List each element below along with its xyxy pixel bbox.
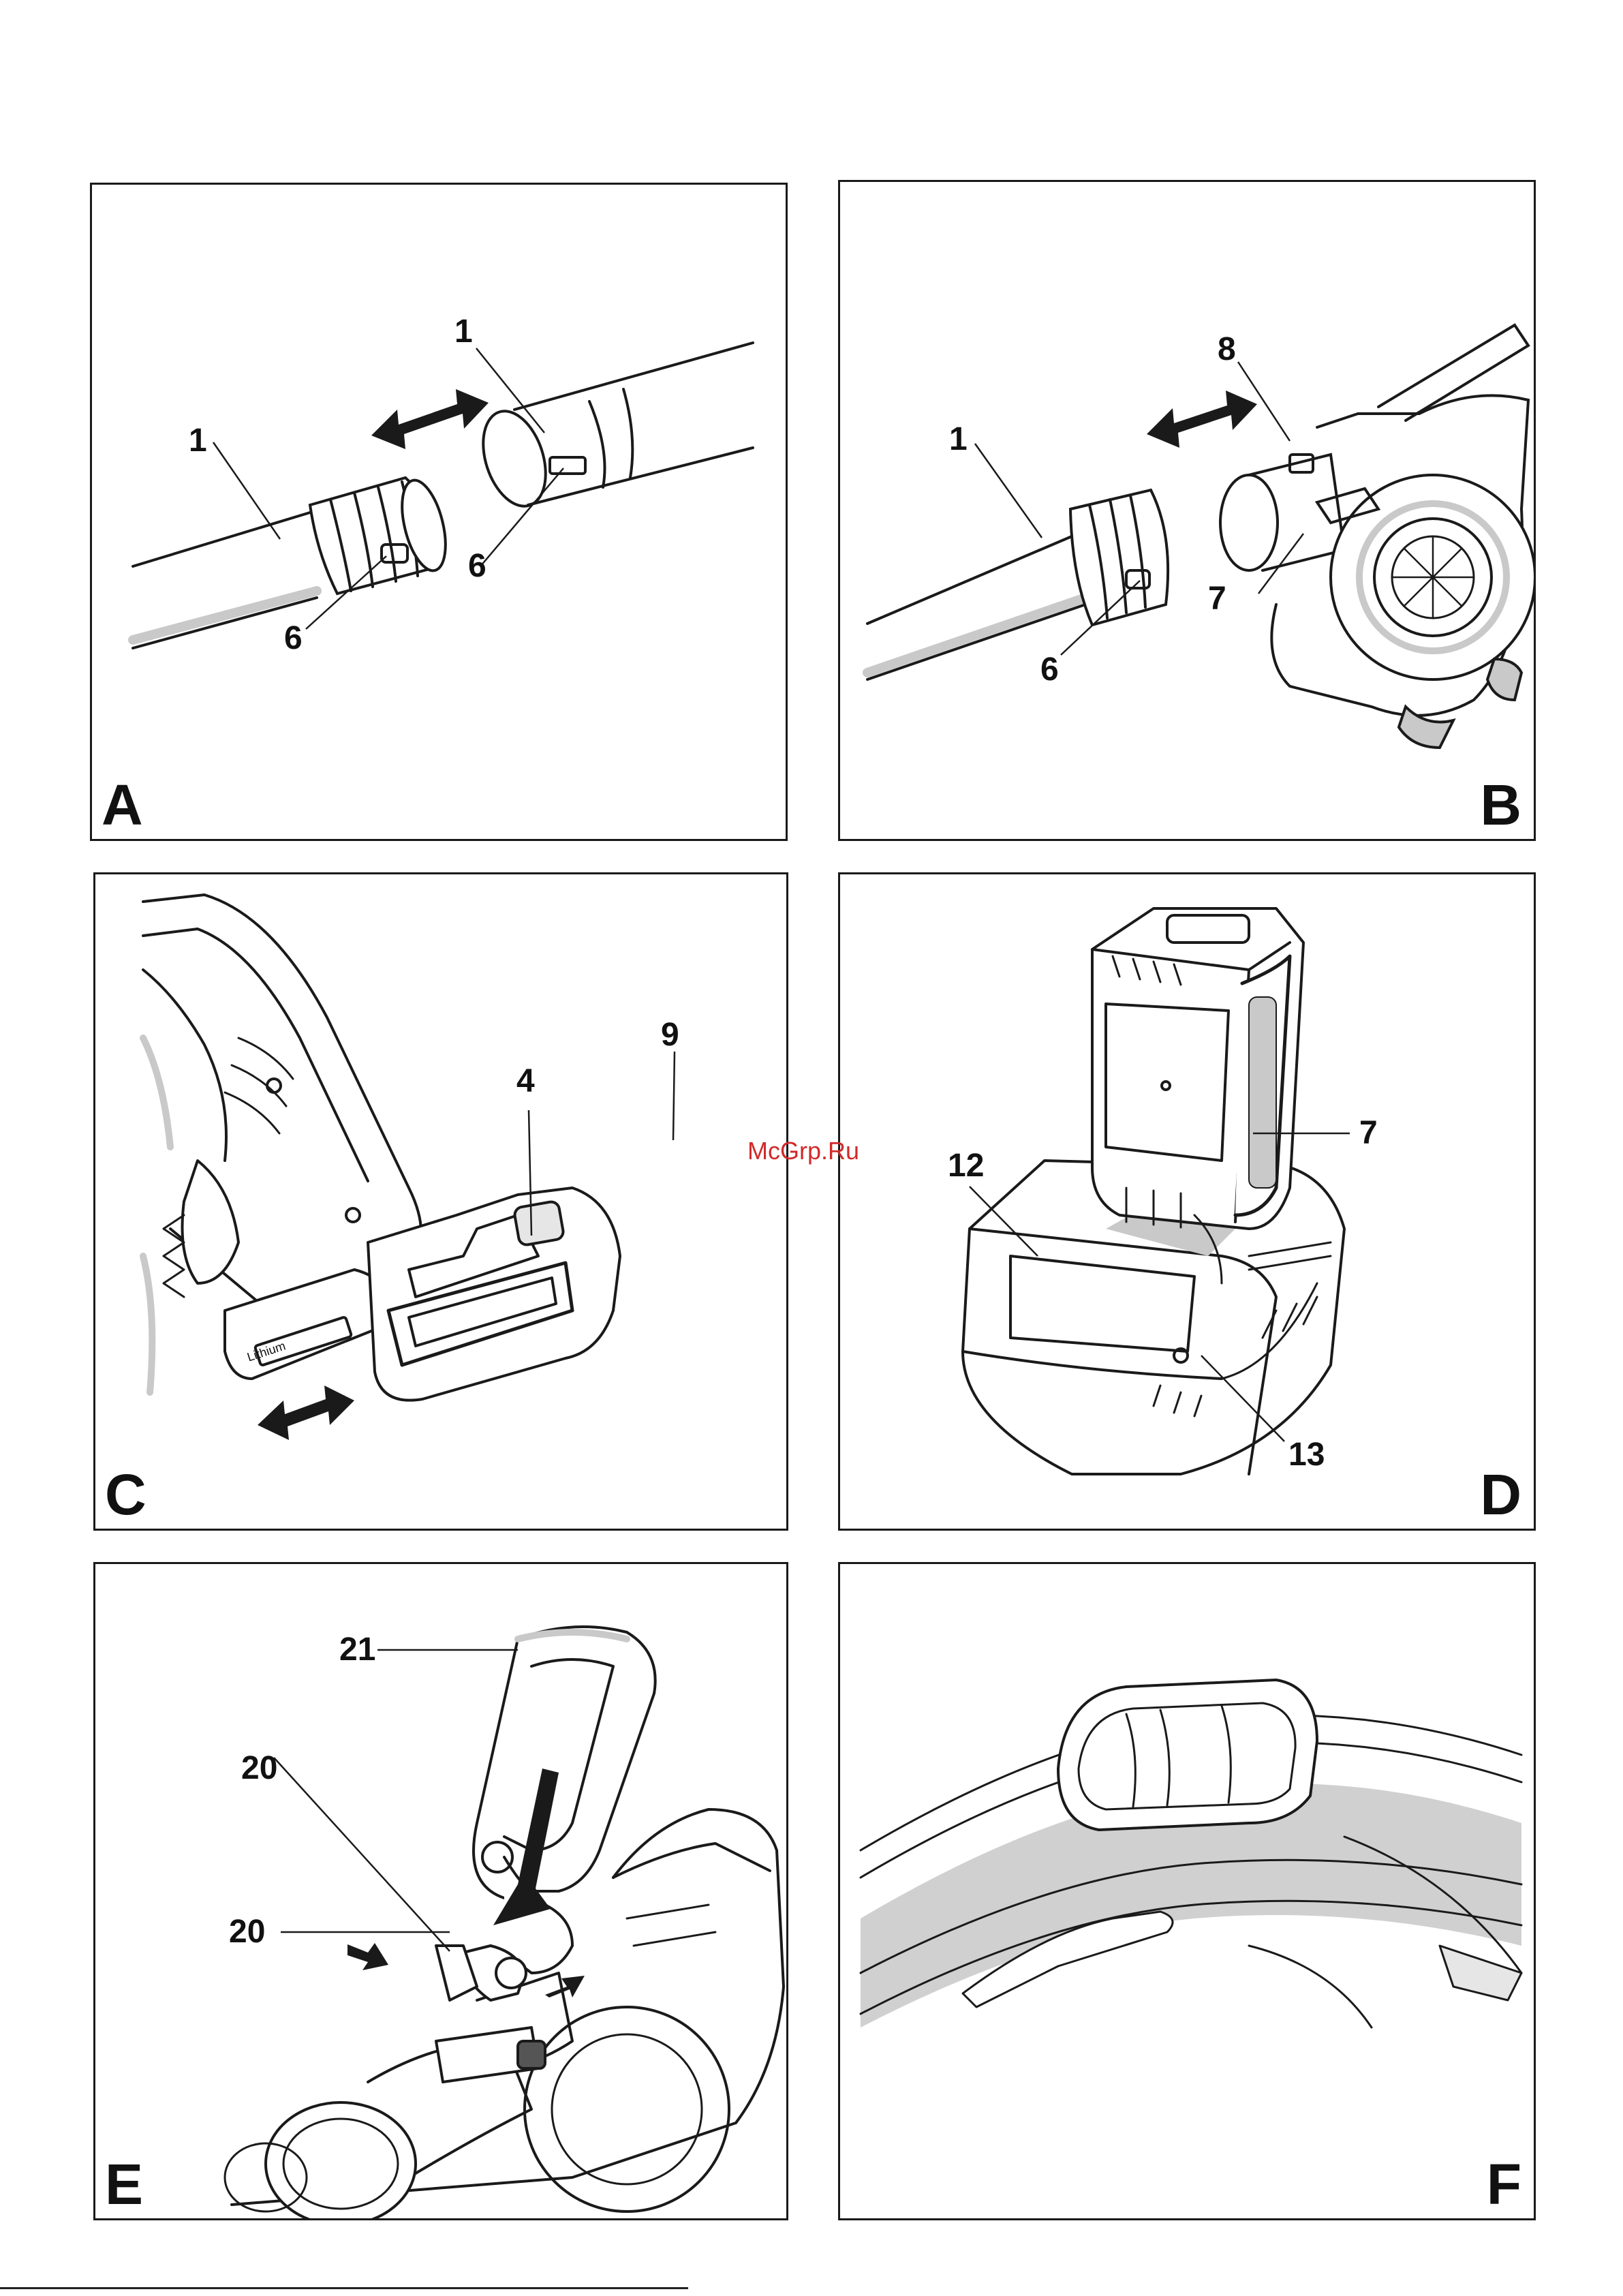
callout-label: 21 bbox=[339, 1634, 375, 1666]
callout-label: 7 bbox=[1359, 1117, 1378, 1150]
handle-assembly-illustration-e bbox=[95, 1564, 788, 2220]
callout-label: 12 bbox=[948, 1150, 984, 1182]
callout-label: 1 bbox=[454, 316, 473, 348]
panel-letter: E bbox=[105, 2156, 143, 2213]
figure-panel-b: 8 1 7 6 B bbox=[838, 180, 1536, 841]
watermark-text: McGrp.Ru bbox=[747, 1137, 859, 1165]
callout-label: 6 bbox=[1040, 654, 1059, 686]
panel-letter: A bbox=[102, 776, 143, 833]
callout-label: 6 bbox=[468, 550, 486, 583]
panel-letter: B bbox=[1480, 776, 1521, 833]
figure-panel-a: 1 1 6 6 A bbox=[90, 183, 788, 841]
callout-label: 9 bbox=[661, 1019, 679, 1052]
figure-panel-f: F bbox=[838, 1562, 1536, 2220]
callout-label: 1 bbox=[189, 425, 207, 457]
figure-panel-c: Lithium 9 4 C bbox=[93, 872, 788, 1531]
callout-label: 20 bbox=[241, 1752, 277, 1785]
battery-charger-illustration-d bbox=[840, 874, 1536, 1531]
tube-connection-illustration-a bbox=[92, 185, 788, 841]
battery-insert-illustration-c bbox=[95, 874, 788, 1531]
callout-label: 8 bbox=[1218, 333, 1236, 366]
blower-tube-illustration-b bbox=[840, 182, 1536, 841]
callout-label: 13 bbox=[1288, 1439, 1325, 1471]
callout-label: 7 bbox=[1208, 583, 1226, 615]
footer-rule bbox=[0, 2287, 688, 2289]
panel-letter: D bbox=[1480, 1466, 1521, 1523]
figure-panel-e: 21 20 20 E bbox=[93, 1562, 788, 2220]
handle-closeup-illustration-f bbox=[840, 1564, 1536, 2220]
figure-panel-d: 7 12 13 D bbox=[838, 872, 1536, 1531]
callout-label: 1 bbox=[949, 423, 968, 456]
callout-label: 20 bbox=[229, 1916, 265, 1948]
callout-label: 4 bbox=[516, 1065, 535, 1098]
panel-letter: F bbox=[1487, 2156, 1521, 2213]
callout-label: 6 bbox=[284, 622, 303, 655]
panel-letter: C bbox=[105, 1466, 146, 1523]
